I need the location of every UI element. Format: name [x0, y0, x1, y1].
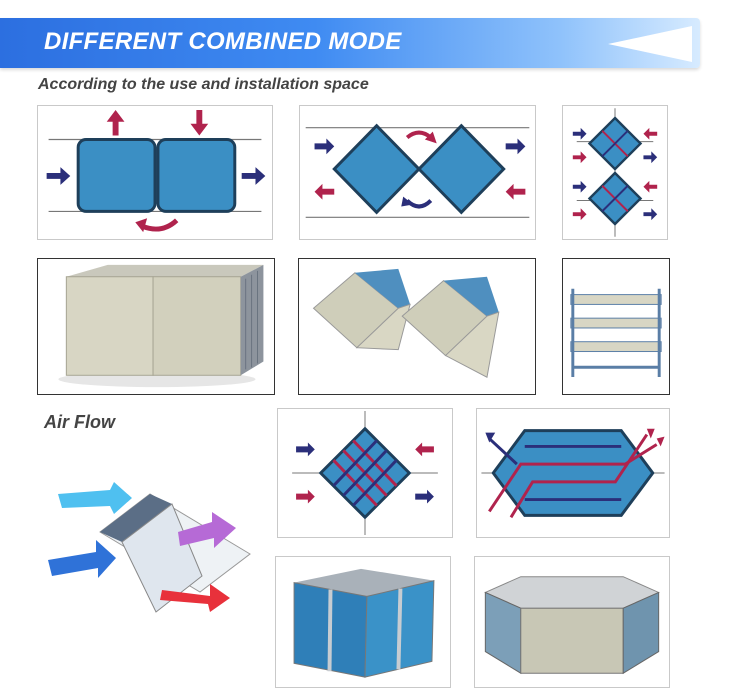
diagram-diamond-pair-icon [305, 123, 530, 218]
airflow-3d-icon [48, 482, 251, 613]
product-hexagon [474, 556, 670, 688]
airflow-label: Air Flow [44, 412, 115, 432]
product-box-pair-icon [58, 264, 264, 388]
banner-arrow-icon [608, 26, 692, 62]
page-title: DIFFERENT COMBINED MODE [44, 28, 402, 55]
diagram-hexagon-flow-icon [481, 428, 665, 519]
product-rack-icon [570, 288, 662, 378]
diagram-cross-flow-icon [292, 410, 438, 536]
diagram-side-by-side-icon [46, 109, 266, 233]
product-hexagon-icon [484, 576, 660, 675]
diagram-cross-flow [277, 408, 453, 538]
product-cube-icon [293, 568, 435, 678]
product-diamond-pair-icon [312, 268, 500, 378]
product-cube [275, 556, 451, 688]
diagram-stacked-diamond-icon [572, 108, 658, 237]
airflow-3d [40, 474, 260, 614]
product-rack [562, 258, 670, 395]
diagram-hexagon-flow [476, 408, 670, 538]
product-diamond-pair [298, 258, 536, 395]
header-banner: DIFFERENT COMBINED MODE [0, 18, 700, 68]
section-subtitle: According to the use and installation sp… [38, 76, 369, 93]
diagram-diamond-pair [299, 105, 536, 240]
diagram-side-by-side [37, 105, 273, 240]
diagram-stacked-diamond [562, 105, 668, 240]
product-box-pair [37, 258, 275, 395]
